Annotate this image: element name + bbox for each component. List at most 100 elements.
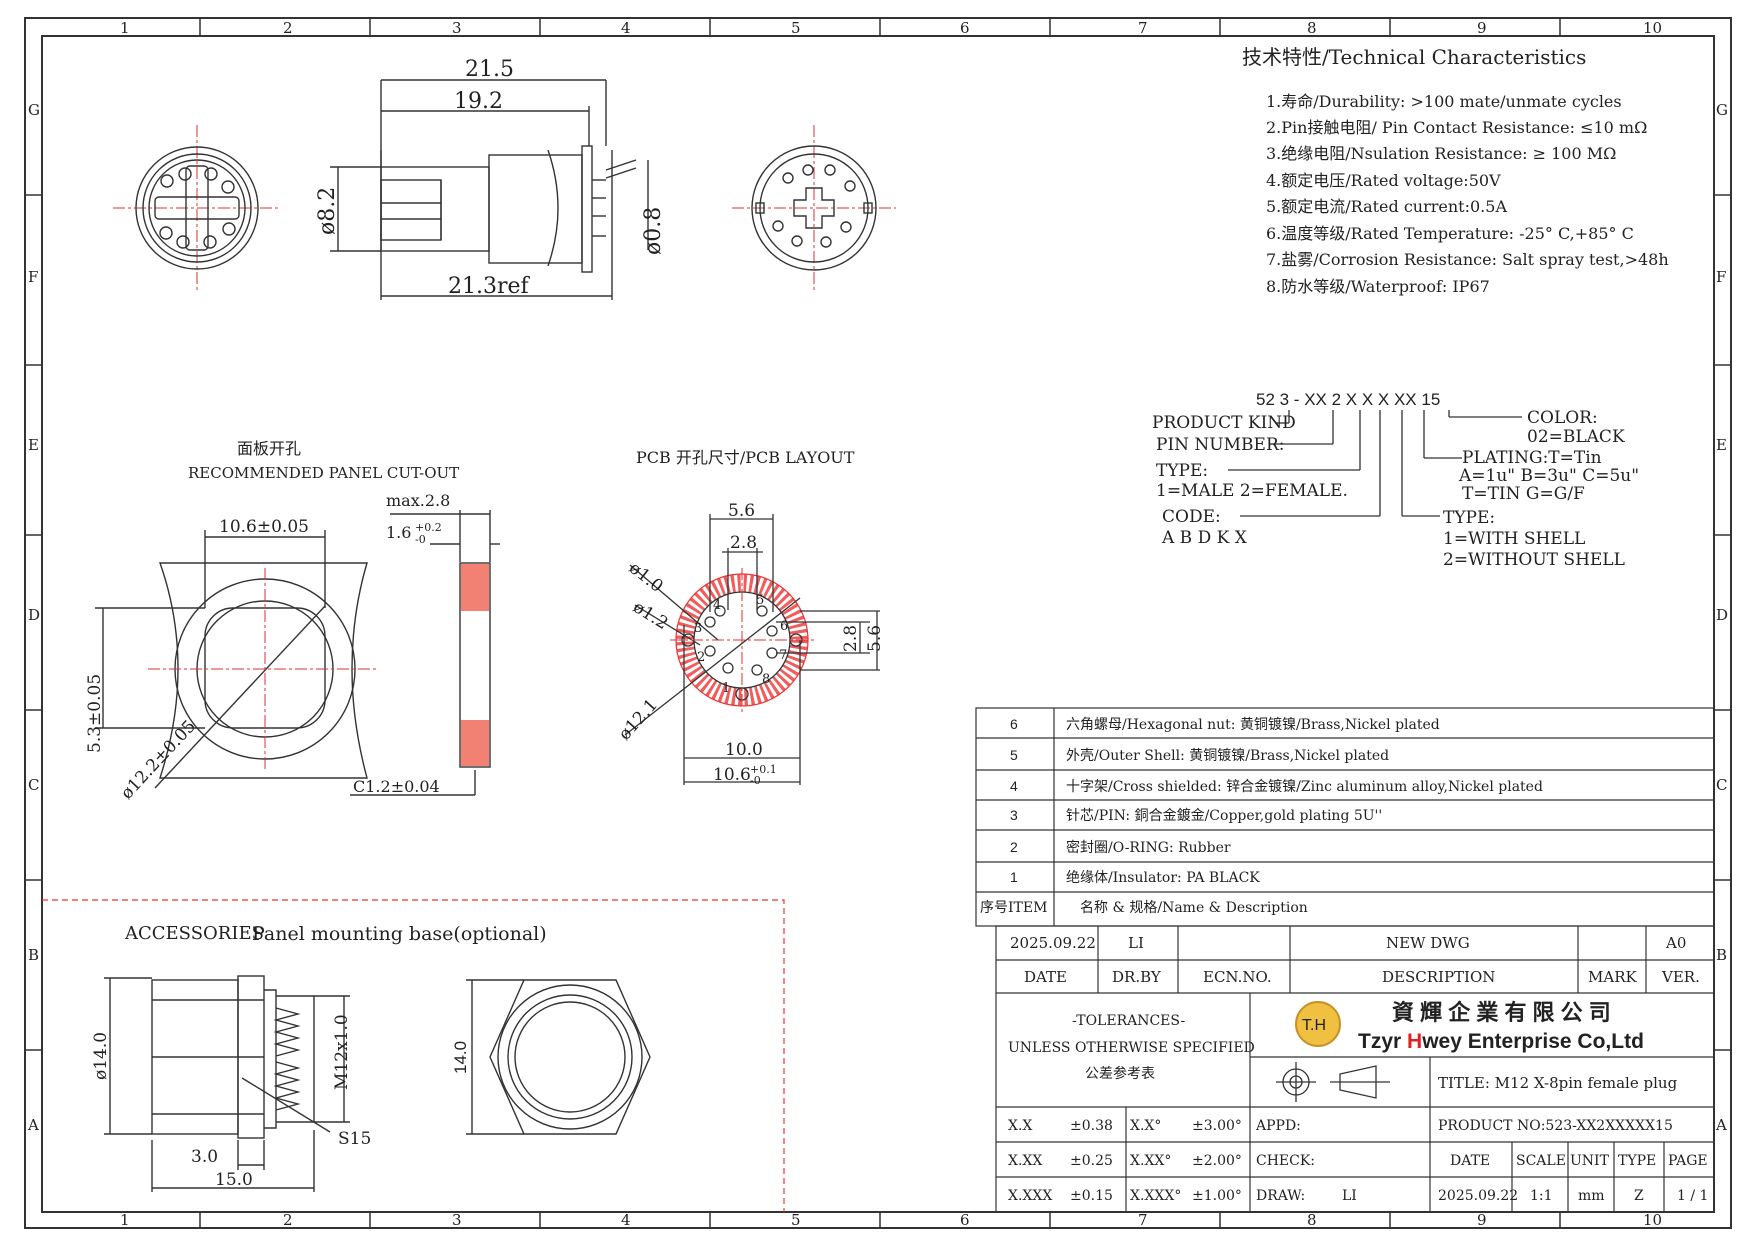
- tb-type: Z: [1634, 1188, 1644, 1204]
- col-label: 7: [1138, 1211, 1148, 1229]
- grid-labels: 1 2 3 4 5 6 7 8 9 10 1 2 3 4 5 6 7 8 9 1…: [27, 19, 1728, 1229]
- col-label: 1: [120, 1211, 130, 1229]
- inner-border: [41, 35, 1715, 1213]
- plating-values: A=1u" B=3u" C=5u": [1458, 466, 1639, 486]
- dim-pcb-10-6-tol-dn: -0: [750, 774, 761, 787]
- pcb-layout-view: PCB 开孔尺寸/PCB LAYOUT: [615, 448, 885, 787]
- bom-desc: 六角螺母/Hexagonal nut: 黄铜镀镍/Brass,Nickel pl…: [1066, 716, 1440, 733]
- tol-row-val: ±0.25: [1070, 1153, 1113, 1169]
- company-logo: T.H: [1295, 1001, 1341, 1047]
- tech-item: 3.绝缘电阻/Nsulation Resistance: ≥ 100 MΩ: [1266, 144, 1616, 163]
- col-label: 6: [960, 19, 970, 37]
- logo-text: T.H: [1302, 1017, 1326, 1034]
- dim-21-5: 21.5: [465, 57, 514, 82]
- part-code: 52 3 - XX 2 X X X XX 15: [1256, 390, 1440, 409]
- bom-desc: 针芯/PIN: 銅合金鍍金/Copper,gold plating 5U'': [1066, 807, 1382, 824]
- col-label: 1: [120, 19, 130, 37]
- label-type: TYPE:: [1156, 461, 1208, 481]
- row-label: C: [1716, 776, 1727, 794]
- color-values: 02=BLACK: [1527, 427, 1625, 447]
- row-label: A: [1715, 1116, 1727, 1134]
- tb-h-scale: SCALE: [1516, 1153, 1566, 1169]
- appd-label: APPD:: [1255, 1118, 1301, 1134]
- tb-unit: mm: [1578, 1188, 1605, 1204]
- dim-pcb-10-6: 10.6: [713, 765, 751, 785]
- tol-row: X.XX: [1008, 1153, 1042, 1169]
- col-label: 3: [452, 1211, 462, 1229]
- dim-acc-14-0: 14.0: [451, 1041, 470, 1074]
- tol-row-val: ±0.15: [1070, 1188, 1113, 1204]
- tech-title: 技术特性/Technical Characteristics: [1242, 45, 1586, 69]
- dim-pcb-v-5-6: 5.6: [865, 625, 885, 652]
- tb-page: 1 / 1: [1677, 1188, 1708, 1204]
- label-code: CODE:: [1162, 507, 1221, 527]
- pin-4: 4: [713, 598, 721, 613]
- pcb-title: PCB 开孔尺寸/PCB LAYOUT: [636, 448, 855, 467]
- tol-sub: UNLESS OTHERWISE SPECIFIED: [1008, 1040, 1255, 1056]
- panel-title-en: RECOMMENDED PANEL CUT-OUT: [188, 464, 459, 482]
- rev-h-ecn: ECN.NO.: [1203, 968, 1272, 986]
- accessories-area: ACCESSORIES Panel mounting base(optional…: [42, 899, 785, 1212]
- dim-acc-diam-14: ø14.0: [91, 1032, 111, 1080]
- tol-row: X.X: [1008, 1118, 1032, 1134]
- rev-h-mark: MARK: [1588, 968, 1637, 986]
- row-label: F: [28, 268, 38, 286]
- col-label: 3: [452, 19, 462, 37]
- dim-acc-15-0: 15.0: [215, 1170, 253, 1190]
- dim-21-3ref: 21.3ref: [448, 274, 531, 299]
- part-code-diagram: 52 3 - XX 2 X X X XX 15 PRODUCT KIND PIN…: [1152, 390, 1639, 570]
- company-en-h: H: [1407, 1030, 1422, 1053]
- pin-8: 8: [762, 672, 770, 687]
- side-view-dims: 21.5 19.2 21.3ref ø8.2 ø0.8: [315, 57, 666, 299]
- tech-item: 2.Pin接触电阻/ Pin Contact Resistance: ≤10 m…: [1266, 118, 1647, 137]
- tech-list: 1.寿命/Durability: >100 mate/unmate cycles…: [1266, 92, 1669, 296]
- bom-no: 4: [1010, 778, 1018, 794]
- col-label: 5: [791, 1211, 801, 1229]
- rev-h-date: DATE: [1024, 968, 1067, 986]
- dim-acc-s15: S15: [338, 1129, 371, 1149]
- tech-item: 4.额定电压/Rated voltage:50V: [1266, 171, 1501, 190]
- panel-hatch: [461, 564, 489, 766]
- bom-no: 3: [1010, 807, 1018, 823]
- shell-values-1: 1=WITH SHELL: [1443, 529, 1585, 549]
- tb-h-unit: UNIT: [1570, 1153, 1610, 1169]
- pin-6: 6: [780, 619, 788, 634]
- tb-scale: 1:1: [1530, 1188, 1553, 1204]
- dim-5-3: 5.3±0.05: [85, 674, 105, 753]
- title-block: 2025.09.22 LI NEW DWG A0 DATE DR.BY ECN.…: [995, 925, 1715, 1213]
- label-product-kind: PRODUCT KIND: [1152, 413, 1296, 433]
- bom-no: 2: [1010, 839, 1018, 855]
- front-view: [113, 125, 278, 290]
- plating-values-2: T=TIN G=G/F: [1462, 484, 1585, 504]
- row-label: D: [1716, 606, 1728, 624]
- draw-by: LI: [1342, 1188, 1357, 1204]
- tol-row: X.XXX°: [1130, 1188, 1181, 1204]
- dim-1-6: 1.6: [386, 523, 411, 542]
- dim-pcb-2-8: 2.8: [730, 533, 757, 553]
- tech-item: 7.盐雾/Corrosion Resistance: Salt spray te…: [1266, 250, 1669, 269]
- draw-label: DRAW:: [1256, 1188, 1305, 1204]
- label-color: COLOR:: [1527, 408, 1598, 428]
- row-label: B: [28, 946, 39, 964]
- dim-acc-m12: M12x1.0: [332, 1014, 352, 1090]
- rev-ver: A0: [1665, 934, 1686, 952]
- pin-1: 1: [722, 681, 730, 696]
- dim-pcb-v-2-8: 2.8: [841, 625, 861, 652]
- col-label: 5: [791, 19, 801, 37]
- col-label: 4: [621, 19, 631, 37]
- pin-7: 7: [779, 648, 787, 663]
- rev-h-drby: DR.BY: [1112, 968, 1162, 986]
- row-label: G: [28, 101, 40, 119]
- tol-row-val: ±3.00°: [1192, 1118, 1242, 1134]
- dim-10-6: 10.6±0.05: [219, 517, 309, 537]
- dim-19-2: 19.2: [454, 89, 503, 114]
- pin-2: 2: [697, 650, 705, 665]
- rev-drby: LI: [1128, 934, 1144, 952]
- rev-date: 2025.09.22: [1010, 934, 1096, 952]
- col-label: 2: [283, 1211, 293, 1229]
- type-values: 1=MALE 2=FEMALE.: [1156, 481, 1348, 501]
- tol-row: X.XXX: [1008, 1188, 1052, 1204]
- bom-header-desc: 名称 & 规格/Name & Description: [1080, 900, 1308, 916]
- acc-title-a: ACCESSORIES: [124, 923, 264, 944]
